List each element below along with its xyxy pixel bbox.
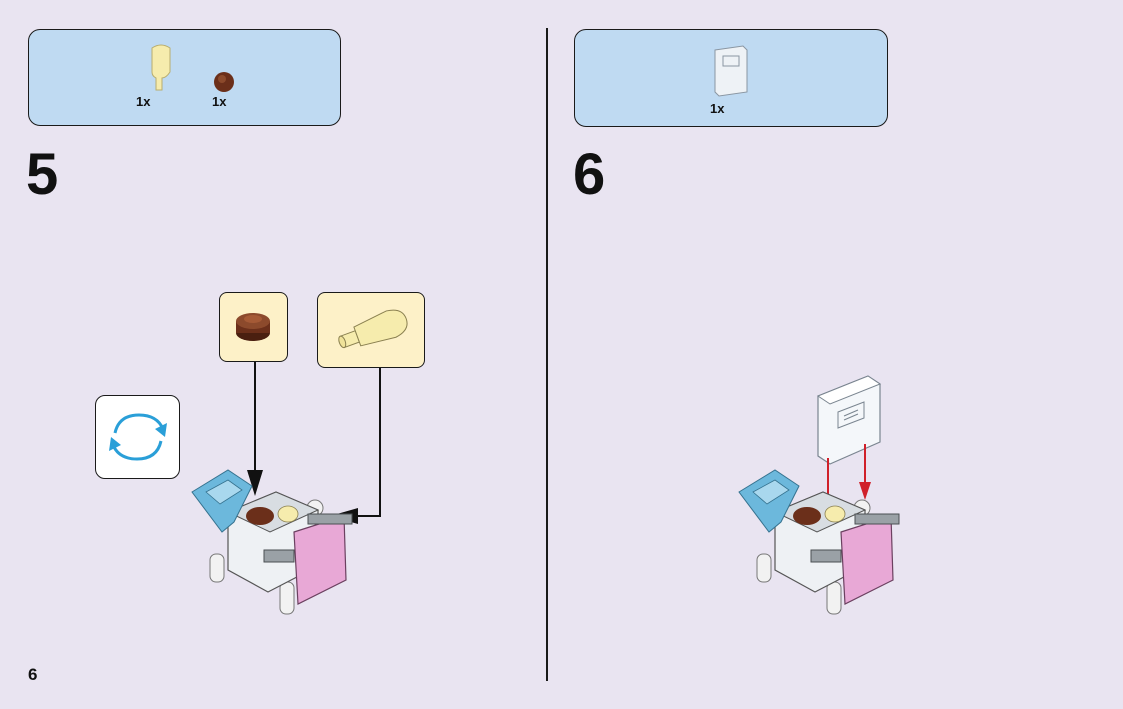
step6-number: 6: [573, 142, 606, 207]
cart-model-step5: [191, 469, 353, 615]
round-brick-callout: [219, 292, 288, 362]
bottle-piece-callout-icon: [338, 309, 408, 349]
step5-part1-qty: 1x: [136, 94, 151, 109]
rotate-model-icon: [109, 413, 167, 461]
step5-number: 5: [26, 142, 59, 207]
page-number: 6: [28, 665, 38, 684]
transparent-panel-icon: [714, 45, 748, 97]
step6-part1-qty: 1x: [710, 101, 725, 116]
rotate-model-box: [95, 395, 180, 479]
step5-parts-box: 1x 1x: [28, 29, 341, 126]
placement-arrow-red-right: [859, 444, 871, 500]
bottle-piece-icon: [151, 44, 171, 91]
round-brick-callout-icon: [236, 313, 270, 341]
bottle-piece-callout: [317, 292, 425, 368]
placement-arrow-round-brick: [247, 362, 263, 496]
round-brick-icon: [214, 72, 234, 92]
step6-parts-box: 1x: [574, 29, 888, 127]
cart-model-step6: [738, 469, 900, 615]
transparent-panel-part: [816, 375, 882, 465]
page-divider: [546, 28, 548, 681]
step5-part2-qty: 1x: [212, 94, 227, 109]
